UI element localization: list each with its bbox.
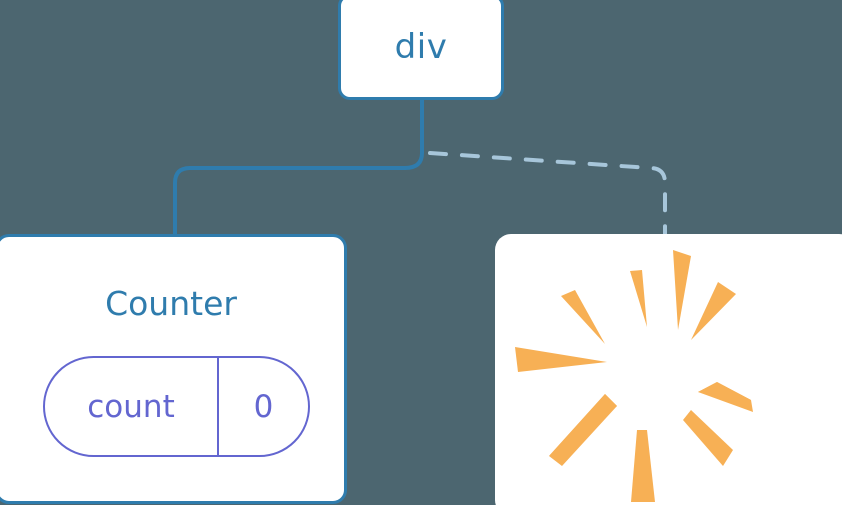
- sparkle-ray: [683, 410, 733, 466]
- sparkle-ray: [691, 282, 736, 340]
- edge-div-to-sparkle: [428, 151, 667, 239]
- node-counter[interactable]: Counter count 0: [0, 234, 347, 504]
- sparkle-ray: [698, 382, 753, 412]
- sparkle-ray: [630, 270, 647, 327]
- sparkle-ray: [549, 394, 617, 466]
- sparkle-ray: [561, 290, 605, 344]
- edge-div-to-counter: [173, 98, 424, 239]
- state-pill[interactable]: count 0: [43, 356, 310, 457]
- node-counter-label: Counter: [105, 284, 237, 323]
- sparkle-burst-icon: [515, 250, 753, 502]
- state-pill-key: count: [45, 358, 219, 455]
- node-sparkle[interactable]: [495, 234, 842, 505]
- state-pill-value: 0: [253, 388, 274, 425]
- node-div[interactable]: div: [338, 0, 504, 100]
- sparkle-ray: [673, 250, 691, 330]
- sparkle-ray: [515, 347, 607, 372]
- sparkle-ray: [631, 430, 655, 502]
- node-div-label: div: [394, 27, 448, 67]
